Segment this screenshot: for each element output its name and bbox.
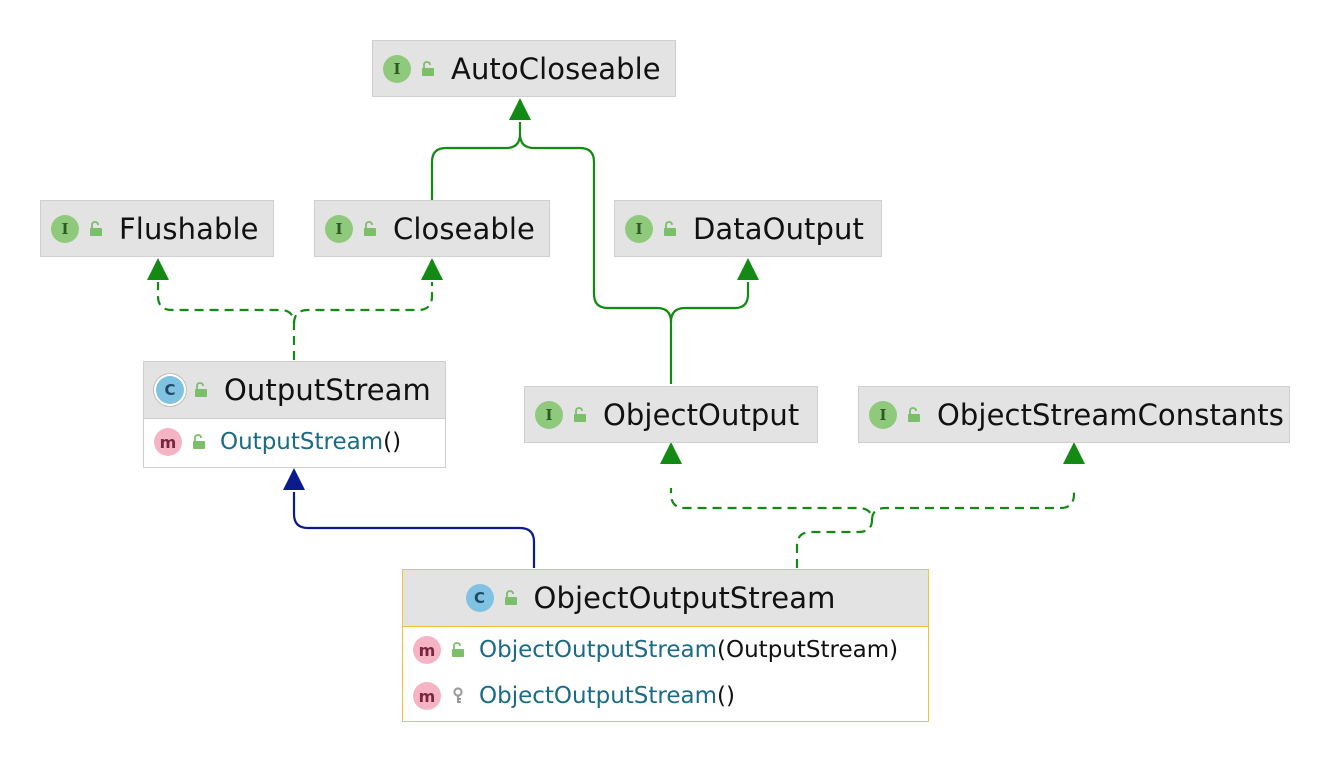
method-icon: m xyxy=(413,682,441,710)
node-objectoutputstream[interactable]: C ObjectOutputStream m ObjectOutputStrea… xyxy=(402,569,929,722)
interface-icon: I xyxy=(625,214,653,243)
node-title: OutputStream xyxy=(224,373,431,407)
member-list: m OutputStream() xyxy=(144,419,445,469)
public-lock-icon xyxy=(573,406,587,423)
node-title: DataOutput xyxy=(693,211,864,246)
arrowhead-objectoutput xyxy=(660,442,682,464)
node-title: AutoCloseable xyxy=(451,51,661,86)
public-lock-icon xyxy=(504,590,518,606)
edge-objectoutputstream-to-outputstream xyxy=(292,492,536,568)
arrowhead-dataoutput xyxy=(737,258,759,280)
arrowhead-closeable xyxy=(421,258,443,280)
member-name: ObjectOutputStream xyxy=(479,683,718,709)
member-params: () xyxy=(717,683,735,709)
node-objectstreamconstants[interactable]: I ObjectStreamConstants xyxy=(858,386,1290,443)
edge-objectoutputstream-to-objectoutput xyxy=(669,488,874,568)
public-lock-icon xyxy=(421,60,435,77)
member-name: OutputStream xyxy=(220,429,384,455)
public-lock-icon xyxy=(663,220,677,237)
member-row[interactable]: m ObjectOutputStream(OutputStream) xyxy=(403,627,928,673)
member-list: m ObjectOutputStream(OutputStream) m Obj… xyxy=(403,627,928,723)
class-icon: C xyxy=(465,584,494,612)
public-lock-icon xyxy=(907,406,921,423)
node-title: Closeable xyxy=(393,211,535,246)
edge-closeable-to-autocloseable xyxy=(430,122,522,200)
node-objectoutput-header[interactable]: I ObjectOutput xyxy=(525,387,817,442)
arrowhead-autocloseable xyxy=(509,98,531,120)
interface-icon: I xyxy=(535,400,563,429)
arrowhead-outputstream xyxy=(283,468,305,490)
node-autocloseable-header[interactable]: I AutoCloseable xyxy=(373,41,675,96)
public-lock-icon xyxy=(194,382,208,398)
member-params: () xyxy=(383,429,402,455)
public-lock-icon xyxy=(363,220,377,237)
arrowhead-objectstreamconstants xyxy=(1063,442,1085,464)
edge-objectoutput-to-dataoutput xyxy=(669,282,750,323)
edge-outputstream-to-closeable xyxy=(292,282,434,325)
interface-icon: I xyxy=(325,214,353,243)
node-objectoutputstream-header[interactable]: C ObjectOutputStream xyxy=(403,570,928,627)
interface-icon: I xyxy=(869,400,897,429)
node-title: Flushable xyxy=(119,211,259,246)
node-flushable-header[interactable]: I Flushable xyxy=(41,201,273,256)
member-params: (OutputStream) xyxy=(717,637,899,663)
arrowhead-flushable xyxy=(147,258,169,280)
member-row[interactable]: m ObjectOutputStream() xyxy=(403,673,928,719)
method-icon: m xyxy=(413,636,441,664)
node-outputstream-header[interactable]: C OutputStream xyxy=(144,362,445,419)
member-name: ObjectOutputStream xyxy=(479,637,718,663)
interface-icon: I xyxy=(51,214,79,243)
node-objectstreamconstants-header[interactable]: I ObjectStreamConstants xyxy=(859,387,1289,442)
public-lock-icon xyxy=(192,434,206,450)
edge-objectoutput-to-autocloseable xyxy=(518,133,596,292)
edge-outputstream-to-flushable xyxy=(156,282,296,360)
node-closeable-header[interactable]: I Closeable xyxy=(315,201,549,256)
node-dataoutput[interactable]: I DataOutput xyxy=(614,200,882,257)
edge-objectoutputstream-to-objectstreamconstants xyxy=(870,488,1076,521)
node-title: ObjectOutputStream xyxy=(533,581,836,615)
node-closeable[interactable]: I Closeable xyxy=(314,200,550,257)
node-dataoutput-header[interactable]: I DataOutput xyxy=(615,201,881,256)
node-title: ObjectStreamConstants xyxy=(937,397,1284,432)
abstract-class-icon: C xyxy=(156,376,184,404)
interface-icon: I xyxy=(383,54,411,83)
node-objectoutput[interactable]: I ObjectOutput xyxy=(524,386,818,443)
node-outputstream[interactable]: C OutputStream m OutputStream() xyxy=(143,361,446,468)
protected-key-icon xyxy=(451,687,465,705)
public-lock-icon xyxy=(89,220,103,237)
method-icon: m xyxy=(154,428,182,456)
node-title: ObjectOutput xyxy=(603,397,800,432)
member-row[interactable]: m OutputStream() xyxy=(144,419,445,465)
edge-objectoutput-trunk xyxy=(592,290,673,384)
node-autocloseable[interactable]: I AutoCloseable xyxy=(372,40,676,97)
public-lock-icon xyxy=(451,642,465,658)
node-flushable[interactable]: I Flushable xyxy=(40,200,274,257)
